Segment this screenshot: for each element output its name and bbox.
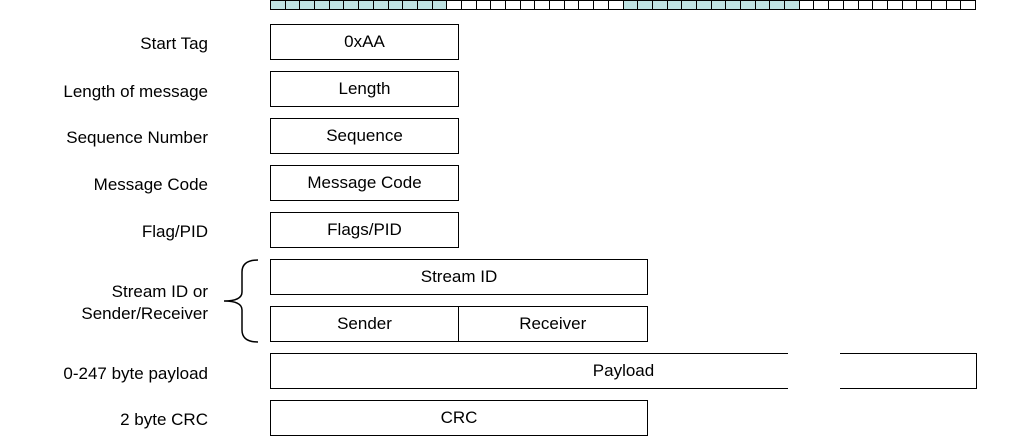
- bit-cell: [328, 0, 345, 10]
- bit-cell: [284, 0, 301, 10]
- bit-cell: [842, 0, 859, 10]
- curly-brace: [223, 259, 259, 343]
- bit-cell: [607, 0, 624, 10]
- bit-cell: [593, 0, 609, 10]
- receiver-value: Receiver: [519, 314, 587, 333]
- crc-label: 2 byte CRC: [120, 410, 208, 429]
- bit-cell: [622, 0, 639, 10]
- flags-value: Flags/PID: [327, 220, 402, 239]
- sequence-value: Sequence: [326, 126, 403, 145]
- bit-cell: [475, 0, 492, 10]
- sequence-label: Sequence Number: [66, 128, 208, 147]
- bit-cell: [784, 0, 800, 10]
- sender-field: Sender: [270, 306, 459, 342]
- message-code-field: Message Code: [270, 165, 459, 201]
- bit-cell: [460, 0, 477, 10]
- bit-cell: [930, 0, 947, 10]
- bit-cell: [578, 0, 595, 10]
- payload-value: Payload: [592, 361, 655, 380]
- bit-cell: [725, 0, 741, 10]
- bit-cell: [651, 0, 668, 10]
- bit-cell: [886, 0, 903, 10]
- sender-value: Sender: [337, 314, 392, 333]
- crc-value: CRC: [440, 408, 478, 427]
- payload-break: [788, 350, 840, 392]
- bit-cell: [563, 0, 580, 10]
- bit-cell: [695, 0, 712, 10]
- bit-cell: [343, 0, 360, 10]
- bit-cell: [446, 0, 462, 10]
- payload-label: 0-247 byte payload: [63, 364, 208, 383]
- flags-label: Flag/PID: [141, 222, 208, 241]
- bit-cell: [916, 0, 932, 10]
- length-field: Length: [270, 71, 459, 107]
- bit-cell: [549, 0, 565, 10]
- bit-cell: [769, 0, 786, 10]
- length-label: Length of message: [63, 82, 208, 101]
- bit-ruler: [270, 0, 976, 11]
- bit-cell: [666, 0, 683, 10]
- bit-cell: [740, 0, 756, 10]
- stream-id-field: Stream ID: [270, 259, 648, 295]
- bit-cell: [857, 0, 874, 10]
- bit-cell: [813, 0, 830, 10]
- message-code-label: Message Code: [93, 175, 208, 194]
- bit-cell: [402, 0, 418, 10]
- receiver-field: Receiver: [457, 306, 648, 342]
- bit-cell: [798, 0, 815, 10]
- bit-cell: [534, 0, 551, 10]
- bit-cell: [416, 0, 433, 10]
- bit-cell: [314, 0, 330, 10]
- bit-cell: [358, 0, 374, 10]
- bit-cell: [901, 0, 918, 10]
- flags-field: Flags/PID: [270, 212, 459, 248]
- bit-cell: [490, 0, 506, 10]
- bit-cell: [754, 0, 771, 10]
- start-tag-label: Start Tag: [140, 34, 208, 53]
- bit-cell: [519, 0, 536, 10]
- crc-field: CRC: [270, 400, 648, 436]
- start-tag-field: 0xAA: [270, 24, 459, 60]
- sequence-field: Sequence: [270, 118, 459, 154]
- bit-cell: [681, 0, 697, 10]
- bit-cell: [431, 0, 448, 10]
- bit-cell: [945, 0, 962, 10]
- start-tag-value: 0xAA: [344, 32, 385, 51]
- bit-cell: [270, 0, 286, 10]
- bit-cell: [299, 0, 316, 10]
- length-value: Length: [338, 79, 391, 98]
- bit-cell: [372, 0, 389, 10]
- stream-label-line2: Sender/Receiver: [81, 304, 208, 323]
- stream-id-value: Stream ID: [420, 267, 498, 286]
- bit-cell: [960, 0, 976, 10]
- bit-cell: [637, 0, 653, 10]
- bit-cell: [872, 0, 888, 10]
- bit-cell: [828, 0, 844, 10]
- bit-cell: [387, 0, 404, 10]
- bit-cell: [710, 0, 727, 10]
- bit-cell: [505, 0, 521, 10]
- stream-label-line1: Stream ID or: [111, 282, 208, 301]
- payload-field: Payload: [270, 353, 977, 389]
- message-code-value: Message Code: [307, 173, 422, 192]
